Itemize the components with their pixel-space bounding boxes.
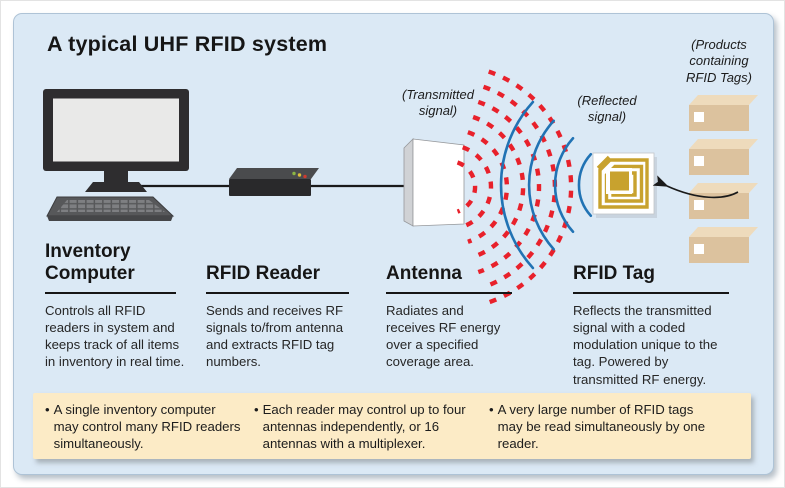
component-rfid-reader: RFID Reader Sends and receives RF signal…	[206, 237, 349, 371]
component-heading: Inventory Computer	[45, 240, 135, 284]
component-description: Reflects the transmitted signal with a c…	[573, 303, 718, 387]
note-text: A single inventory computer may control …	[53, 402, 241, 452]
note-item: • A very large number of RFID tags may b…	[489, 401, 719, 452]
heading-rule	[45, 292, 176, 294]
note-item: • A single inventory computer may contro…	[45, 401, 241, 452]
component-rfid-tag: RFID Tag Reflects the transmitted signal…	[573, 237, 733, 388]
component-description: Sends and receives RF signals to/from an…	[206, 303, 344, 370]
reflected-waves-icon	[499, 100, 593, 270]
antenna-icon	[403, 138, 465, 227]
component-antenna: Antenna Radiates and receives RF energy …	[386, 237, 514, 371]
component-description: Controls all RFID readers in system and …	[45, 303, 185, 370]
carton	[689, 227, 758, 263]
page-title: A typical UHF RFID system	[47, 32, 328, 56]
tag-icon	[592, 152, 657, 218]
note-text: Each reader may control up to four anten…	[262, 402, 466, 452]
carton	[689, 139, 758, 175]
computer-icon	[43, 89, 189, 221]
component-heading: RFID Tag	[573, 262, 655, 284]
bullet-icon: •	[45, 402, 50, 417]
carton	[689, 183, 758, 219]
label-products: (Products containing RFID Tags)	[686, 37, 752, 85]
transmitted-waves-icon	[456, 69, 574, 305]
note-item: • Each reader may control up to four ant…	[254, 401, 470, 452]
note-text: A very large number of RFID tags may be …	[497, 402, 706, 452]
component-inventory-computer: Inventory Computer Controls all RFID rea…	[45, 237, 187, 371]
tag-arrow	[652, 175, 739, 199]
label-reflected-signal: (Reflected signal)	[577, 93, 637, 125]
carton	[689, 95, 758, 131]
component-description: Radiates and receives RF energy over a s…	[386, 303, 501, 370]
component-heading: Antenna	[386, 262, 462, 284]
bullet-icon: •	[489, 402, 494, 417]
bullet-icon: •	[254, 402, 259, 417]
heading-rule	[386, 292, 512, 294]
notes-box: • A single inventory computer may contro…	[33, 393, 751, 459]
heading-rule	[573, 292, 729, 294]
component-heading: RFID Reader	[206, 262, 321, 284]
heading-rule	[206, 292, 349, 294]
reader-icon	[229, 168, 319, 196]
label-transmitted-signal: (Transmitted signal)	[402, 87, 474, 119]
